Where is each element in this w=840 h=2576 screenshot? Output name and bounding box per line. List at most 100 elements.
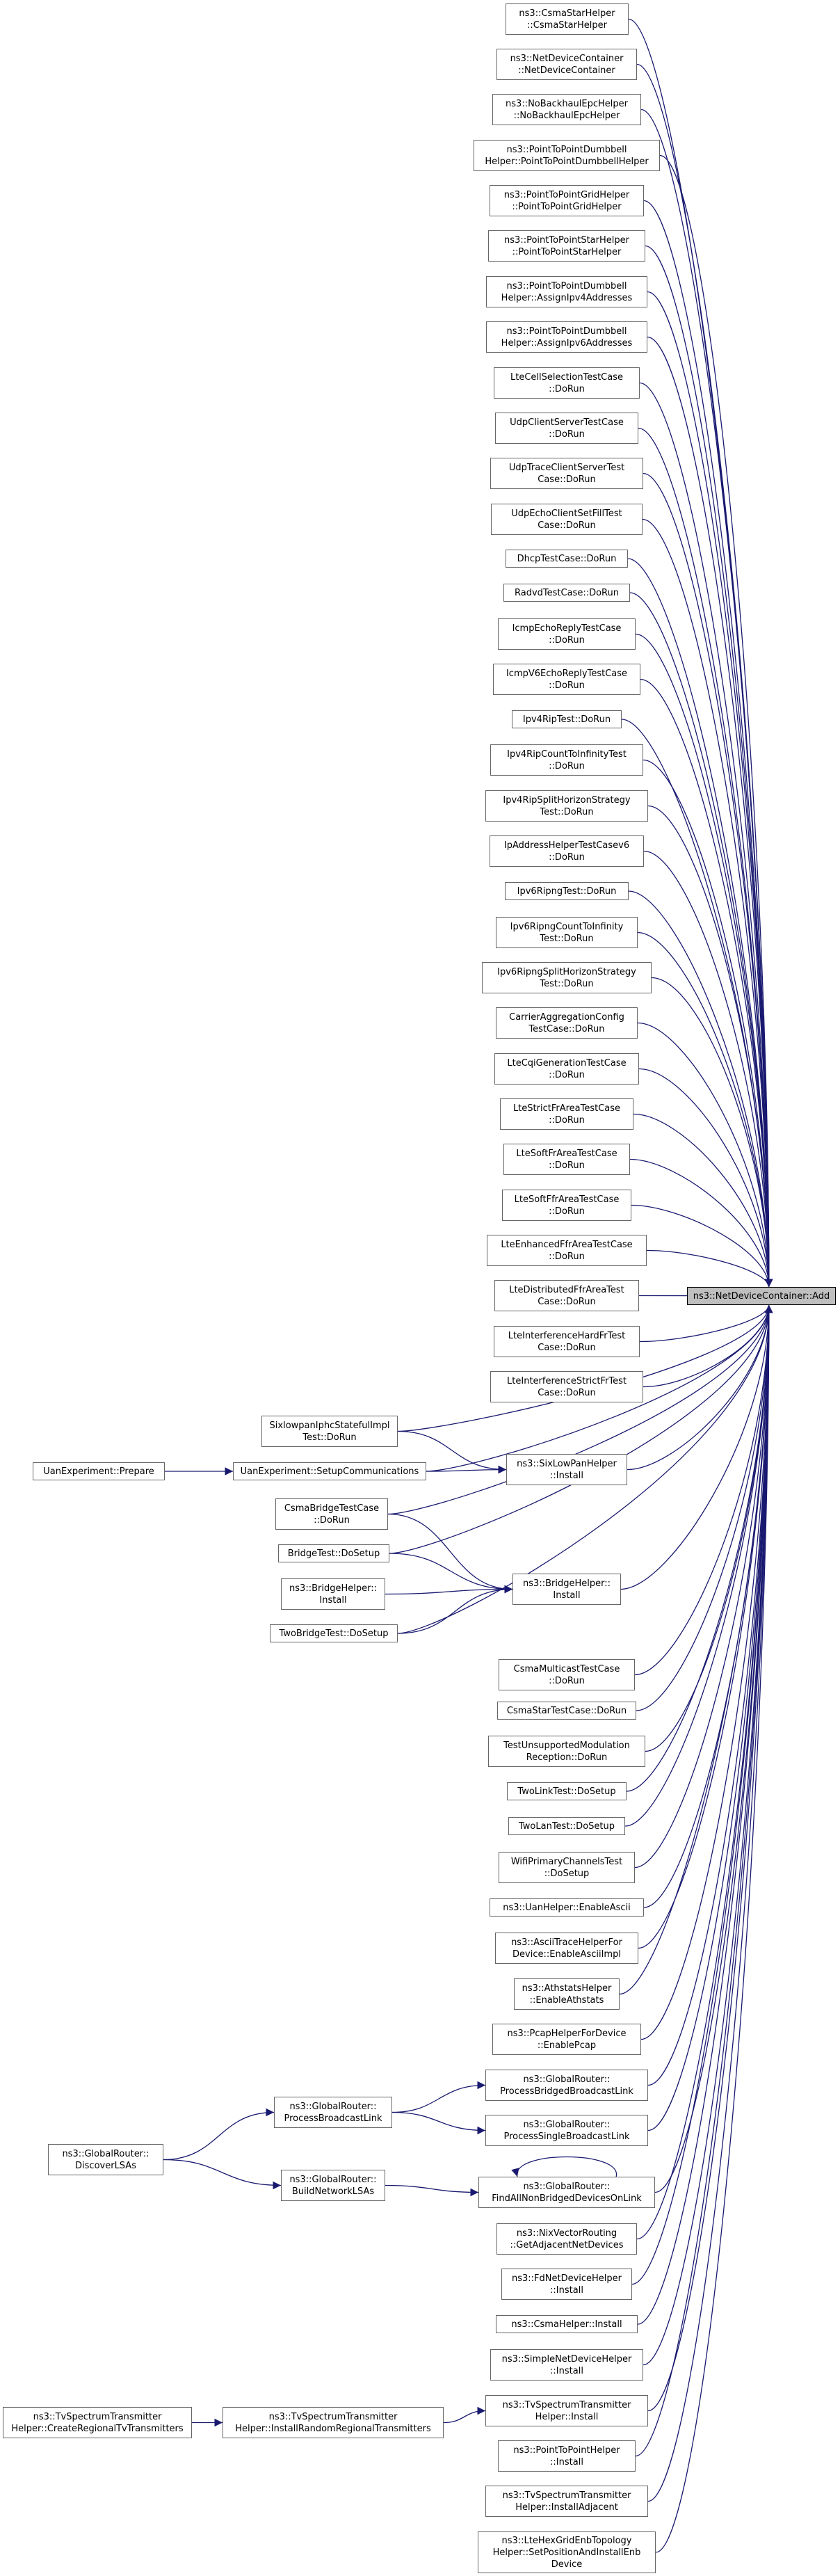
caller-node-ipaddr[interactable]: IpAddressHelperTestCasev6::DoRun	[490, 835, 644, 867]
caller-node-nixvector[interactable]: ns3::NixVectorRouting::GetAdjacentNetDev…	[496, 2223, 637, 2255]
node-label-line: UdpEchoClientSetFillTest	[511, 508, 622, 519]
caller-node-icmpecho[interactable]: IcmpEchoReplyTestCase::DoRun	[498, 618, 636, 650]
caller-node-ipv4ripcount[interactable]: Ipv4RipCountToInfinityTest::DoRun	[490, 744, 643, 776]
node-label-line: ::DoRun	[549, 1675, 585, 1686]
caller-node-single[interactable]: ns3::GlobalRouter::ProcessSingleBroadcas…	[485, 2115, 648, 2146]
node-label-line: ns3::FdNetDeviceHelper	[511, 2273, 622, 2284]
caller-node-uansetup[interactable]: UanExperiment::SetupCommunications	[233, 1462, 426, 1480]
call-edge-ipv4ripsplit-to-add	[647, 805, 773, 1288]
caller-node-twolink[interactable]: TwoLinkTest::DoSetup	[507, 1782, 627, 1800]
node-label-line: ns3::LteHexGridEnbTopology	[501, 2535, 632, 2546]
caller-node-broadcast[interactable]: ns3::GlobalRouter::ProcessBroadcastLink	[274, 2097, 392, 2128]
caller-node-ndc[interactable]: ns3::NetDeviceContainer::NetDeviceContai…	[496, 49, 637, 80]
call-edge-ltesoftfr-to-add	[629, 1158, 773, 1288]
caller-node-findall[interactable]: ns3::GlobalRouter::FindAllNonBridgedDevi…	[478, 2177, 655, 2208]
caller-node-ltesoftffr[interactable]: LteSoftFfrAreaTestCase::DoRun	[502, 1190, 631, 1221]
caller-node-buildnet[interactable]: ns3::GlobalRouter::BuildNetworkLSAs	[281, 2170, 385, 2201]
node-label-line: ns3::GlobalRouter::	[289, 2101, 377, 2112]
caller-node-p2pgrid[interactable]: ns3::PointToPointGridHelper::PointToPoin…	[490, 185, 644, 216]
node-label-line: ::DoRun	[549, 1114, 585, 1126]
caller-node-ipv6ripng[interactable]: Ipv6RipngTest::DoRun	[505, 882, 629, 900]
caller-node-p2pstar[interactable]: ns3::PointToPointStarHelper::PointToPoin…	[488, 230, 645, 262]
call-edge-nobackhaul-to-add	[640, 109, 773, 1288]
caller-node-sixlowpanhelper[interactable]: ns3::SixLowPanHelper::Install	[506, 1454, 627, 1485]
call-edge-athstats-to-add	[619, 1304, 773, 1995]
caller-node-athstats[interactable]: ns3::AthstatsHelper::EnableAthstats	[514, 1978, 620, 2010]
caller-node-csmastartest[interactable]: CsmaStarTestCase::DoRun	[497, 1702, 636, 1720]
node-label-line: TestCase::DoRun	[528, 1023, 605, 1034]
caller-node-p2pinstall[interactable]: ns3::PointToPointHelper::Install	[498, 2440, 636, 2472]
node-label-line: TestUnsupportedModulation	[503, 1740, 630, 1751]
caller-node-csmastar[interactable]: ns3::CsmaStarHelper::CsmaStarHelper	[506, 3, 629, 35]
caller-node-bridged[interactable]: ns3::GlobalRouter::ProcessBridgedBroadca…	[485, 2070, 648, 2101]
call-edge-csmahelper-to-add	[637, 1304, 773, 2325]
node-label-line: UanExperiment::SetupCommunications	[240, 1466, 419, 1477]
caller-node-uanascii[interactable]: ns3::UanHelper::EnableAscii	[490, 1898, 644, 1917]
caller-node-lteenhanced[interactable]: LteEnhancedFfrAreaTestCase::DoRun	[487, 1235, 647, 1266]
caller-node-bridgetest[interactable]: BridgeTest::DoSetup	[278, 1544, 389, 1562]
call-edge-tvinstall-to-add	[647, 1304, 773, 2412]
call-edge-discover-to-broadcast	[163, 2108, 275, 2161]
caller-node-ltestrict[interactable]: LteStrictFrAreaTestCase::DoRun	[500, 1098, 633, 1130]
caller-node-bridgehelperinstall[interactable]: ns3::BridgeHelper::Install	[281, 1578, 385, 1610]
caller-node-csmamulticast[interactable]: CsmaMulticastTestCase::DoRun	[499, 1659, 635, 1690]
node-label-line: LteCellSelectionTestCase	[510, 371, 623, 383]
caller-node-pcap[interactable]: ns3::PcapHelperForDevice::EnablePcap	[492, 2024, 641, 2055]
caller-node-ltecellsel[interactable]: LteCellSelectionTestCase::DoRun	[494, 367, 640, 399]
caller-node-csmahelper[interactable]: ns3::CsmaHelper::Install	[496, 2315, 638, 2333]
caller-node-csmabridge[interactable]: CsmaBridgeTestCase::DoRun	[275, 1498, 388, 1530]
node-label-line: TwoBridgeTest::DoSetup	[279, 1628, 389, 1639]
call-edge-ipv6ripngcount-to-add	[637, 931, 773, 1288]
call-edge-twobridge-to-bridgehelper	[397, 1585, 513, 1634]
call-edge-ltecqi-to-add	[638, 1068, 773, 1288]
caller-node-simplenet[interactable]: ns3::SimpleNetDeviceHelper::Install	[490, 2349, 643, 2381]
caller-node-nobackhaul[interactable]: ns3::NoBackhaulEpcHelper::NoBackhaulEpcH…	[492, 94, 641, 125]
call-edge-findall-to-findall	[511, 2156, 617, 2177]
node-label-line: ProcessBroadcastLink	[284, 2113, 382, 2124]
caller-node-bridgehelper[interactable]: ns3::BridgeHelper::Install	[512, 1574, 621, 1605]
caller-node-discover[interactable]: ns3::GlobalRouter::DiscoverLSAs	[48, 2144, 163, 2175]
caller-node-wifiprimary[interactable]: WifiPrimaryChannelsTest::DoSetup	[499, 1852, 635, 1883]
caller-node-udpcs[interactable]: UdpClientServerTestCase::DoRun	[495, 413, 638, 444]
caller-node-ltecqi[interactable]: LteCqiGenerationTestCase::DoRun	[494, 1053, 639, 1085]
node-label-line: ::NoBackhaulEpcHelper	[513, 110, 620, 121]
caller-node-fdnet[interactable]: ns3::FdNetDeviceHelper::Install	[501, 2269, 632, 2300]
caller-node-icmpv6[interactable]: IcmpV6EchoReplyTestCase::DoRun	[493, 664, 640, 695]
node-label-line: ns3::PointToPointStarHelper	[504, 234, 629, 246]
node-label-line: LteDistributedFfrAreaTest	[509, 1284, 624, 1295]
node-label-line: ::DoRun	[549, 1160, 585, 1171]
caller-node-twolan[interactable]: TwoLanTest::DoSetup	[508, 1817, 625, 1835]
node-label-line: UdpClientServerTestCase	[510, 417, 624, 428]
caller-node-uanprepare[interactable]: UanExperiment::Prepare	[33, 1462, 165, 1480]
node-label-line: ProcessSingleBroadcastLink	[503, 2131, 630, 2142]
caller-node-ipv4rip[interactable]: Ipv4RipTest::DoRun	[512, 710, 622, 728]
node-label-line: ::Install	[550, 2456, 583, 2467]
caller-node-radvd[interactable]: RadvdTestCase::DoRun	[503, 584, 630, 602]
caller-node-dhcp[interactable]: DhcpTestCase::DoRun	[506, 550, 628, 568]
caller-node-ltesoftfr[interactable]: LteSoftFrAreaTestCase::DoRun	[503, 1144, 630, 1175]
call-edge-csmastar-to-add	[628, 18, 773, 1288]
node-label-line: Helper::AssignIpv4Addresses	[501, 292, 633, 303]
caller-node-twobridge[interactable]: TwoBridgeTest::DoSetup	[270, 1624, 398, 1642]
node-label-line: ns3::GlobalRouter::	[523, 2181, 611, 2192]
